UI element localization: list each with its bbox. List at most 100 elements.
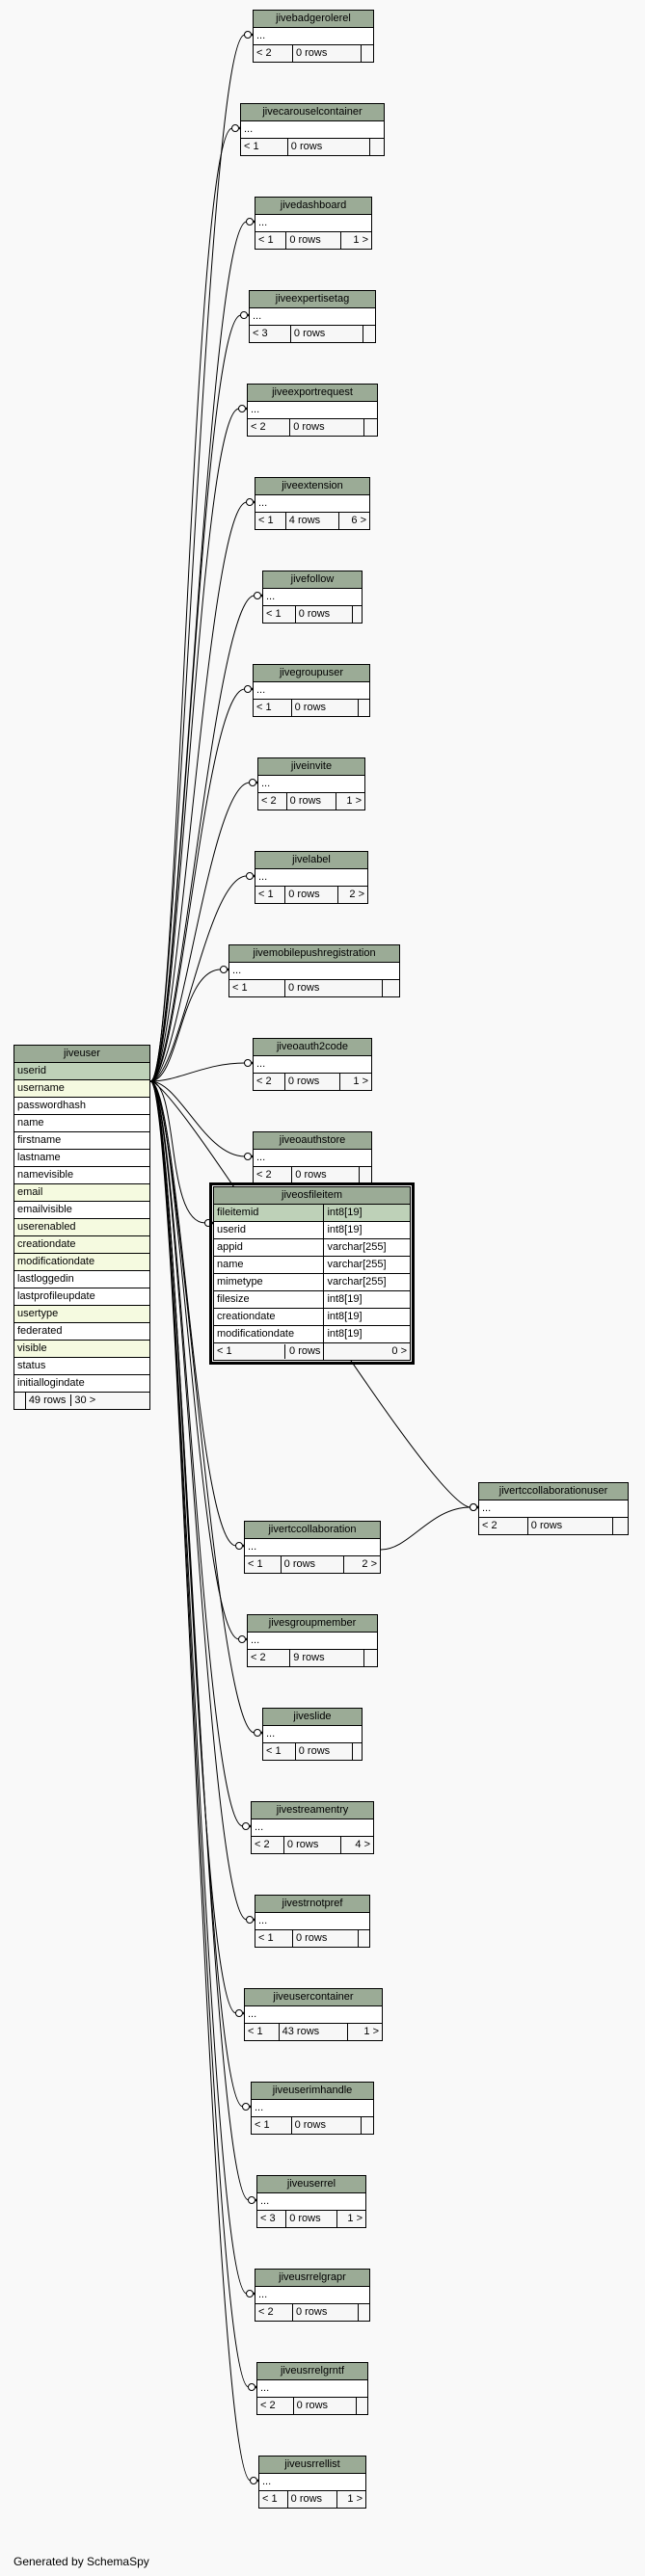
row-count: 0 rows [290,2116,363,2135]
column-ellipsis: ... [228,962,400,980]
row-count: 0 rows [283,1073,341,1091]
children-count: 6 > [338,512,370,530]
column-name: filesize [212,1290,325,1309]
parents-count: < 1 [254,886,286,904]
relationship-endpoint [246,872,254,880]
children-count [356,2397,368,2415]
table-title: jivertccollaboration [244,1521,381,1539]
row-count: 4 rows [284,512,340,530]
parents-count: < 2 [256,2397,294,2415]
relationship-jiveuserrel [149,1080,250,2201]
relationship-endpoint [220,966,228,973]
parents-count: < 2 [255,2303,293,2322]
column-type: varchar[255] [323,1256,411,1274]
parents-count: < 1 [244,1555,282,1574]
parents-count: < 1 [254,231,287,250]
relationship-jiveslide [149,1080,255,1734]
relationship-jiveoauthstore [149,1080,246,1157]
row-count: 0 rows [526,1517,614,1535]
relationship-jiveexpertisetag [149,314,242,1082]
children-count [361,44,374,63]
column-row: creationdate [13,1235,150,1254]
relationship-endpoint [244,31,252,39]
relationship-jivertccollaboration [149,1080,237,1547]
relationship-endpoint [242,2103,250,2111]
relationship-endpoint [246,218,254,226]
column-ellipsis: ... [256,2379,368,2398]
relationship-endpoint [235,1542,243,1550]
table-title: jivelabel [255,851,368,869]
relationship-jivelabel [149,875,248,1082]
parents-count: < 1 [258,2490,288,2509]
relationship-jivecarouselcontainer [149,127,233,1082]
generated-by-footer: Generated by SchemaSpy [13,2555,149,2568]
parents-count: < 1 [244,2023,280,2041]
column-row: initiallogindate [13,1374,150,1393]
table-title: jivertccollaborationuser [478,1482,629,1500]
parents-count: < 1 [255,1929,293,1948]
parents-count: < 1 [240,138,288,156]
parents-count: < 2 [246,418,291,437]
column-ellipsis: ... [247,401,378,419]
column-type: int8[19] [323,1325,411,1343]
column-ellipsis: ... [255,1912,370,1930]
relationship-jiveinvite [149,782,251,1082]
column-ellipsis: ... [240,120,385,139]
relationship-jivegroupuser [149,688,246,1082]
row-count: 0 rows [286,2490,338,2509]
row-count: 0 rows [282,1836,342,1854]
column-row: namevisible [13,1166,150,1184]
column-row: emailvisible [13,1201,150,1219]
column-row: lastname [13,1149,150,1167]
column-ellipsis: ... [255,868,368,887]
table-title: jivefollow [262,571,363,589]
column-type: varchar[255] [323,1238,411,1257]
relationship-endpoint [204,1219,212,1227]
relationship-jivestrnotpref [149,1080,248,1921]
table-title: jiveuserrel [256,2175,366,2193]
row-count: 0 rows [284,886,338,904]
column-ellipsis: ... [258,2473,366,2491]
relationship-jiveusrrellist [149,1080,252,2482]
column-name: userid [212,1221,325,1239]
column-ellipsis: ... [251,2099,374,2117]
column-row: userid [13,1062,150,1080]
parents-count: < 3 [249,325,291,343]
children-count [368,138,386,156]
children-count: 1 > [339,1073,372,1091]
column-ellipsis: ... [255,2286,370,2304]
relationship-endpoint [238,405,246,412]
children-count [363,1649,378,1667]
row-count: 9 rows [289,1649,365,1667]
relationship-endpoint [248,2383,255,2391]
row-count: 0 rows [283,979,384,997]
table-title: jiveexpertisetag [249,290,376,308]
